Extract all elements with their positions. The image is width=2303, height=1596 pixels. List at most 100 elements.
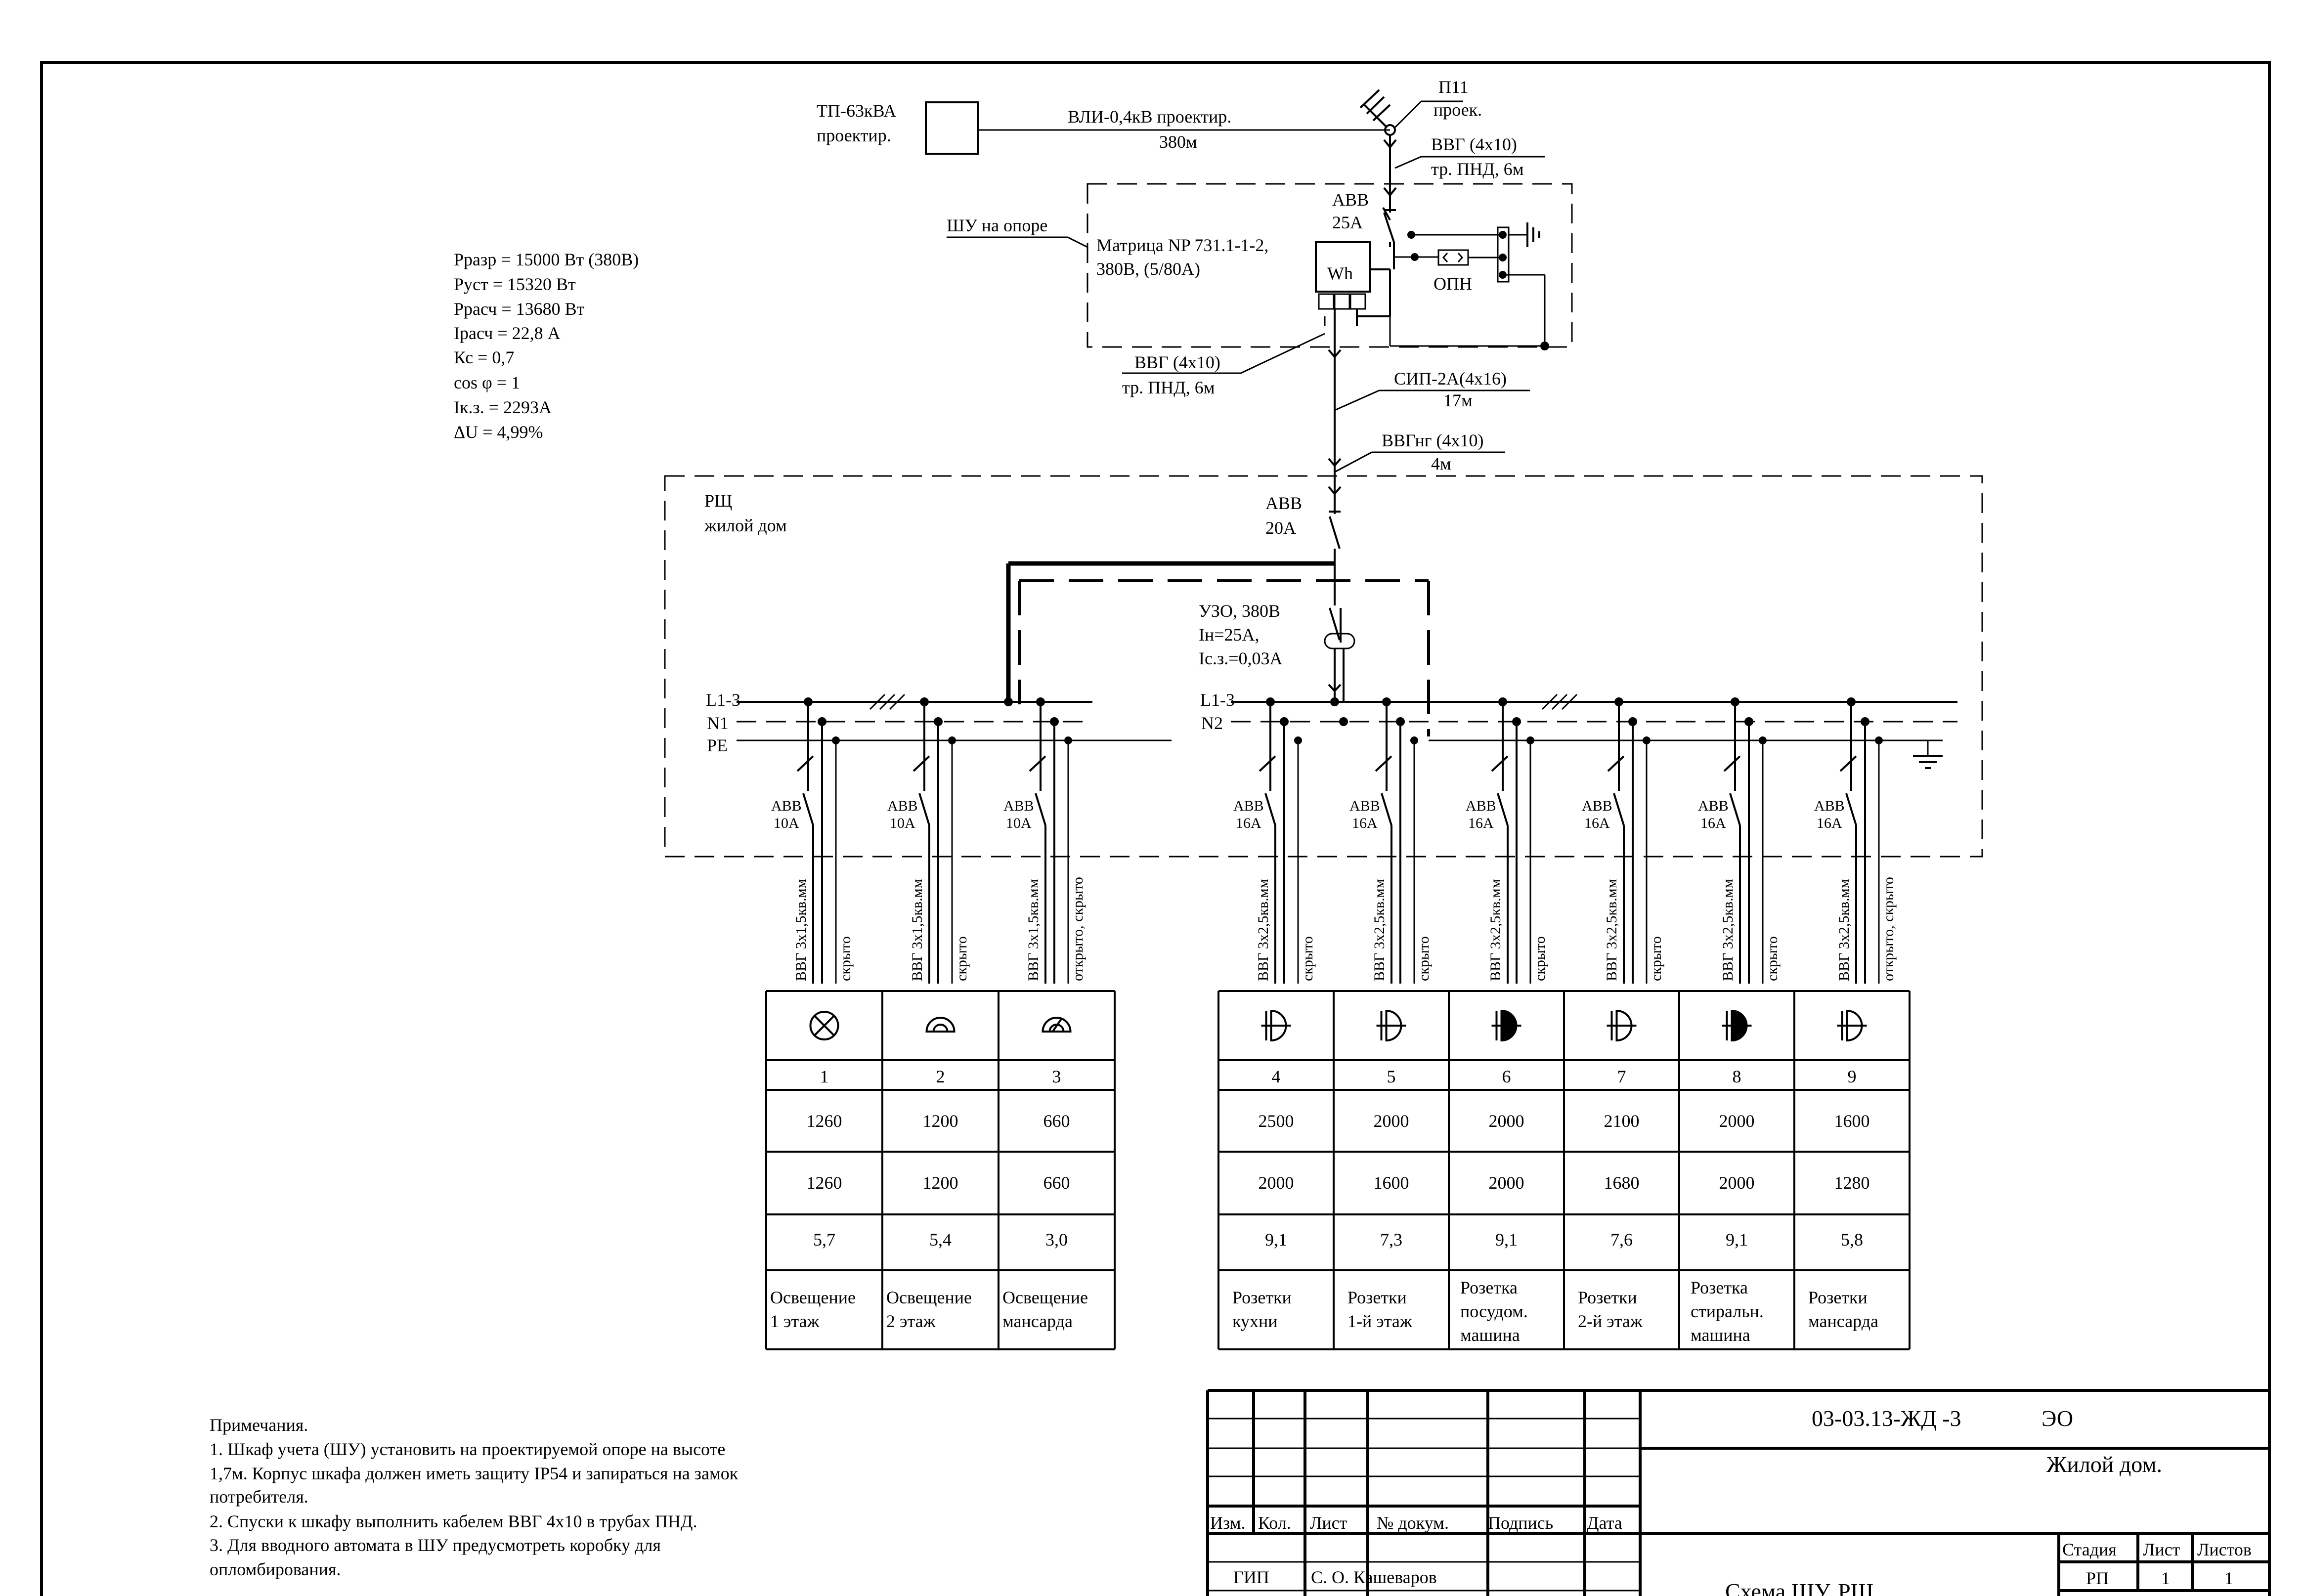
feeder-cable-label: ВВГ 3х1,5кв.мм [1025, 879, 1042, 981]
group-name-2: мансарда [1808, 1311, 1878, 1331]
param-5: cos φ = 1 [454, 373, 520, 392]
group-calc-power: 1280 [1834, 1173, 1870, 1193]
feeder-breaker-brand: АВВ [1814, 798, 1845, 814]
bus-l1-label: L1-3 [706, 690, 740, 710]
feeder-laying-label: скрыто [1764, 936, 1781, 981]
socket-filled-icon [1491, 1009, 1521, 1042]
group-name-1: Освещение [1002, 1288, 1088, 1307]
header-kol: Кол. [1258, 1513, 1291, 1533]
distribution-panel: РЩ жилой дом АВВ 20А УЗО, 380В Iн=25А, I… [664, 475, 1983, 858]
group-name-1: Розетка [1691, 1278, 1748, 1297]
pole-sub-label: проек. [1434, 100, 1482, 120]
lamp-dome-icon [925, 1017, 956, 1033]
feeder-breaker-brand: АВВ [1003, 798, 1034, 814]
group-name-1: Розетки [1578, 1288, 1637, 1307]
feeder-cable-label: ВВГ 3х2,5кв.мм [1720, 879, 1736, 981]
rcd-label-1: УЗО, 380В [1199, 601, 1280, 621]
main-breaker-rating: 20А [1265, 518, 1296, 538]
meter-spec-label: 380В, (5/80А) [1096, 259, 1200, 279]
sheet-header: Лист [2143, 1540, 2180, 1559]
socket-filled-icon [1722, 1009, 1752, 1042]
arrow-icon [1383, 187, 1397, 197]
feeder-breaker-rating: 10А [890, 815, 915, 831]
note-line-4: 3. Для вводного автомата в ШУ предусмотр… [210, 1535, 661, 1555]
feeder-breaker-brand: АВВ [1233, 798, 1264, 814]
pole-label: П11 [1438, 77, 1469, 97]
param-3: Iрасч = 22,8 А [454, 323, 561, 343]
group-calc-power: 1260 [807, 1173, 842, 1193]
notes: Примечания. 1. Шкаф учета (ШУ) установит… [210, 1415, 739, 1579]
feeder-cable-label: ВВГ 3х1,5кв.мм [909, 879, 925, 981]
feeder-breaker-rating: 16А [1468, 815, 1494, 831]
cable-in-sub-label: тр. ПНД, 6м [1431, 159, 1524, 179]
group-installed-power: 2100 [1604, 1111, 1640, 1131]
feeder-cable-label: ВВГ 3х2,5кв.мм [1836, 879, 1852, 981]
feeder-laying-label: скрыто [1300, 936, 1316, 981]
group-number: 6 [1502, 1067, 1511, 1086]
group-current: 9,1 [1265, 1230, 1287, 1250]
rcd-label-3: Iс.з.=0,03А [1199, 648, 1283, 668]
group-calc-power: 2000 [1719, 1173, 1755, 1193]
transformer-source: ТП-63кВА проектир. [817, 101, 979, 155]
role-gip: ГИП [1233, 1567, 1269, 1587]
group-name-2: 1 этаж [770, 1311, 820, 1331]
note-line-5: опломбирования. [210, 1559, 341, 1579]
param-2: Ррасч = 13680 Вт [454, 299, 585, 319]
group-name-1: Розетки [1808, 1288, 1868, 1307]
feeder-cable-label: ВВГ 3х2,5кв.мм [1604, 879, 1620, 981]
group-current: 7,6 [1610, 1230, 1633, 1250]
feeder-laying-label: скрыто [1416, 936, 1432, 981]
bus-l2-label: L1-3 [1200, 690, 1235, 710]
tp-label: ТП-63кВА [817, 101, 896, 121]
group-number: 4 [1272, 1067, 1281, 1086]
bus-pe-label: PE [707, 735, 728, 755]
bus-n1-label: N1 [707, 713, 729, 733]
group-installed-power: 1260 [807, 1111, 842, 1131]
tp-box [925, 101, 979, 155]
note-line-3: 2. Спуски к шкафу выполнить кабелем ВВГ … [210, 1511, 697, 1531]
cable-out-sub-label: тр. ПНД, 6м [1122, 378, 1215, 397]
tp-sub-label: проектир. [817, 126, 891, 145]
feeder-laying-label: скрыто [1532, 936, 1548, 981]
group-name-2: посудом. [1460, 1301, 1528, 1321]
group-name-3: машина [1691, 1325, 1750, 1345]
group-calc-power: 2000 [1259, 1173, 1294, 1193]
socket-icon [1837, 1009, 1867, 1042]
panel-dashed-outline [664, 475, 1983, 858]
group-name-2: стиральн. [1691, 1301, 1764, 1321]
feeder-cable-label: ВВГ 3х2,5кв.мм [1487, 879, 1504, 981]
metering-cabinet: ШУ на опоре Матрица NP 731.1-1-2, 380В, … [947, 183, 1573, 350]
group-calc-power: 2000 [1489, 1173, 1524, 1193]
feeder-breaker-brand: АВВ [1466, 798, 1496, 814]
feeder-breaker-brand: АВВ [887, 798, 918, 814]
note-line-0: 1. Шкаф учета (ШУ) установить на проекти… [210, 1439, 725, 1459]
doc-code: 03-03.13-ЖД -3 [1812, 1406, 1961, 1431]
lamp-x-icon [809, 1011, 839, 1040]
group-installed-power: 2000 [1719, 1111, 1755, 1131]
feeder-breaker-rating: 16А [1817, 815, 1842, 831]
group-current: 9,1 [1495, 1230, 1518, 1250]
feeder-breaker-brand: АВВ [1698, 798, 1729, 814]
bus-n2-label: N2 [1201, 713, 1223, 733]
group-number: 5 [1387, 1067, 1396, 1086]
arrow-icon [1328, 684, 1342, 692]
vvgng-length: 4м [1431, 454, 1451, 474]
vvgng-label: ВВГнг (4х10) [1382, 431, 1483, 450]
group-installed-power: 660 [1043, 1111, 1070, 1131]
sip-length: 17м [1443, 390, 1473, 410]
sheets-value: 1 [2224, 1568, 2233, 1588]
feeder-breaker-rating: 16А [1352, 815, 1378, 831]
feeder-breaker-rating: 16А [1584, 815, 1610, 831]
feeder-laying-label: открыто, скрыто [1880, 877, 1897, 981]
notes-title: Примечания. [210, 1415, 308, 1435]
arrow-icon [1328, 486, 1342, 496]
group-name-1: Освещение [770, 1288, 856, 1307]
feeder-cable-label: ВВГ 3х2,5кв.мм [1255, 879, 1271, 981]
group-name-1: Розетки [1347, 1288, 1407, 1307]
